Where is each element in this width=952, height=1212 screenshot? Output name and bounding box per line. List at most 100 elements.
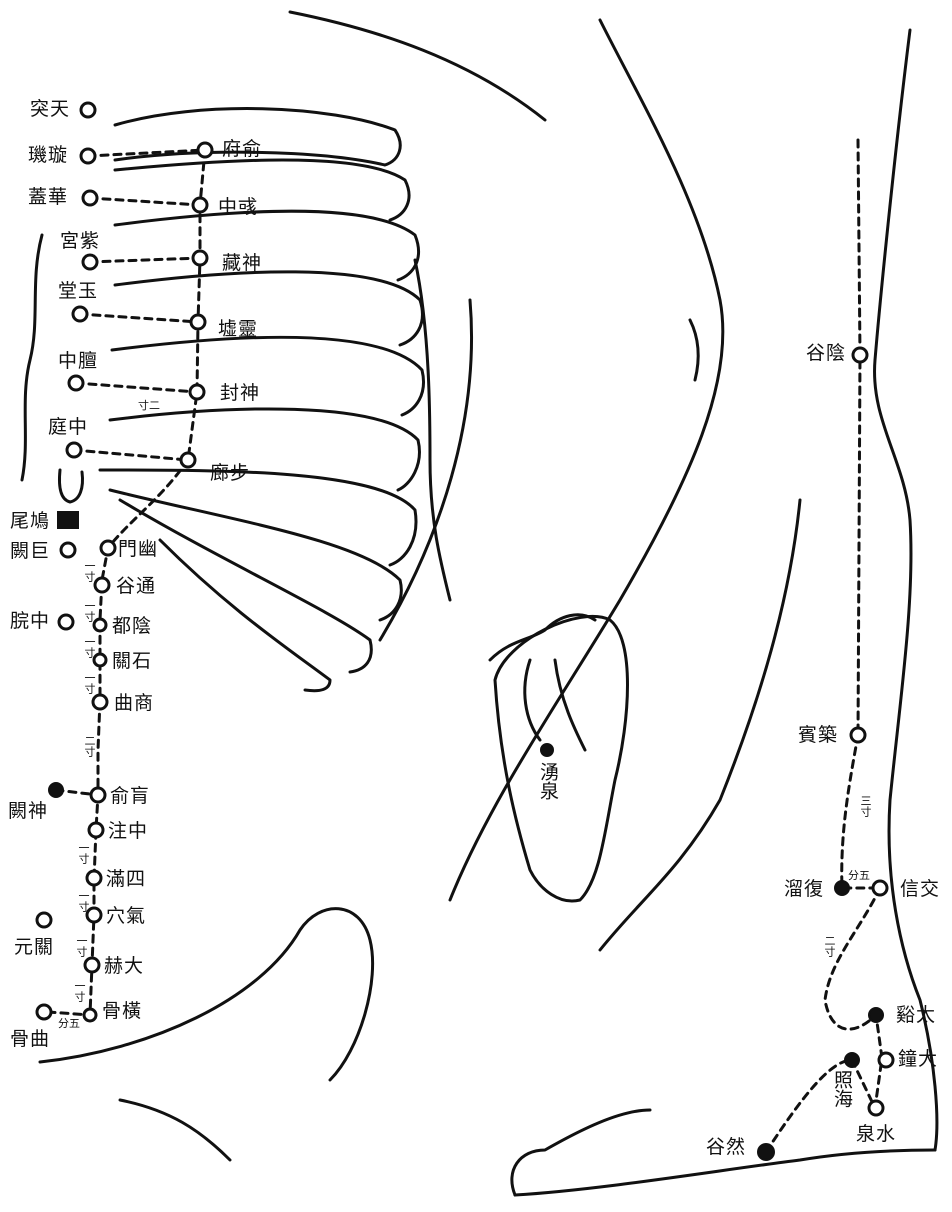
label-zhongting: 庭中	[48, 418, 88, 437]
point-zhubin	[851, 728, 865, 742]
point-henggu	[84, 1009, 96, 1021]
label-shencang: 藏神	[222, 254, 262, 273]
label-jiuwei: 尾鳩	[10, 512, 50, 531]
leg-outline-back	[600, 500, 800, 950]
shoulder-outline	[290, 12, 545, 120]
label-dahe: 赫大	[104, 957, 144, 976]
torso-inner-line	[415, 260, 450, 600]
point-siman	[87, 871, 101, 885]
sternum-bracket	[22, 235, 42, 480]
kidney-channel-chest	[188, 150, 205, 460]
label-shenfeng: 封神	[220, 384, 260, 403]
point-zhongzhu	[89, 823, 103, 837]
point-yingu	[853, 348, 867, 362]
point-fuliu	[835, 881, 849, 895]
point-tonggu	[95, 578, 109, 592]
measure-two-cun-chest: 寸二	[138, 400, 160, 411]
label-zhongwan: 脘中	[10, 612, 50, 631]
label-taixi: 谿太	[896, 1006, 936, 1025]
measure-two-cun-leg: 二寸	[824, 935, 835, 957]
label-fuliu: 溜復	[784, 880, 824, 899]
leg-outline-left	[690, 320, 698, 380]
rib-3	[115, 211, 419, 280]
point-youmen	[101, 541, 115, 555]
label-yutang: 堂玉	[58, 282, 98, 301]
leg-channel-upper	[858, 140, 860, 735]
measure-two-cun-abdomen: 二寸	[84, 735, 95, 757]
point-zigong	[83, 255, 97, 269]
xiphoid	[59, 470, 82, 502]
point-dahe	[85, 958, 99, 972]
label-yingu: 谷陰	[806, 344, 846, 363]
label-qixue: 穴氣	[106, 907, 146, 926]
point-xuanji	[81, 149, 95, 163]
label-danzhong: 中膻	[58, 352, 98, 371]
label-bulang: 廊步	[210, 464, 250, 483]
point-tiantu	[81, 103, 95, 117]
point-zhaohai	[845, 1053, 859, 1067]
point-shuiquan	[869, 1101, 883, 1115]
label-jiaoxin: 信交	[900, 880, 940, 899]
label-lingxu: 墟靈	[218, 320, 258, 339]
measure-one-cun-5: 一寸	[78, 842, 89, 864]
rib-9	[120, 500, 371, 672]
point-qugu	[37, 1005, 51, 1019]
sole-crease-1	[525, 660, 540, 740]
label-huagai: 蓋華	[28, 188, 68, 207]
label-guanyuan: 元關	[14, 938, 54, 957]
label-youmen: 門幽	[118, 540, 158, 559]
measure-one-cun-1: 一寸	[84, 560, 95, 582]
point-taixi	[869, 1008, 883, 1022]
sole-outline	[495, 616, 628, 901]
label-henggu: 骨橫	[102, 1002, 142, 1021]
point-dazhong	[879, 1053, 893, 1067]
point-bulang	[181, 453, 195, 467]
link-yutang	[80, 314, 198, 322]
measure-one-cun-4: 一寸	[84, 672, 95, 694]
point-yutang	[73, 307, 87, 321]
point-guanyuan	[37, 913, 51, 927]
rib-6	[110, 409, 419, 490]
label-shiguan: 關石	[112, 652, 152, 671]
torso-right-outline	[450, 20, 723, 900]
label-zhaohai: 照海	[832, 1070, 851, 1108]
label-qugu: 骨曲	[10, 1030, 50, 1049]
link-zigong	[90, 258, 200, 262]
measure-one-cun-6: 一寸	[78, 890, 89, 912]
label-dazhong: 鐘大	[898, 1050, 938, 1069]
point-zhongting	[67, 443, 81, 457]
point-danzhong	[69, 376, 83, 390]
rib-10	[160, 540, 330, 691]
label-huangshu: 俞肓	[110, 787, 150, 806]
measure-one-cun-8: 一寸	[74, 980, 85, 1002]
point-jiaoxin	[873, 881, 887, 895]
label-yindu: 都陰	[112, 617, 152, 636]
label-yuzhong: 中彧	[218, 198, 258, 217]
toe-arcs	[490, 615, 595, 660]
point-shencang	[193, 251, 207, 265]
point-shenque	[49, 783, 63, 797]
point-shufu	[198, 143, 212, 157]
label-juque: 闕巨	[10, 542, 50, 561]
label-zhongzhu: 注中	[108, 822, 148, 841]
label-shenque: 闕神	[8, 802, 48, 821]
sole-crease-2	[555, 660, 585, 750]
label-tiantu: 突天	[30, 100, 70, 119]
label-tonggu: 谷通	[116, 577, 156, 596]
point-huagai	[83, 191, 97, 205]
lower-curve	[120, 1100, 230, 1160]
point-yuzhong	[193, 198, 207, 212]
link-zhongting	[74, 450, 188, 460]
label-zhubin: 賓築	[798, 726, 838, 745]
measure-one-cun-7: 一寸	[76, 935, 87, 957]
link-danzhong	[76, 383, 197, 392]
point-huangshu	[91, 788, 105, 802]
point-juque	[61, 543, 75, 557]
measure-one-cun-3: 一寸	[84, 636, 95, 658]
measure-three-cun: 三寸	[860, 795, 871, 817]
point-zhongwan	[59, 615, 73, 629]
link-huagai	[90, 198, 200, 205]
label-siman: 滿四	[106, 870, 146, 889]
